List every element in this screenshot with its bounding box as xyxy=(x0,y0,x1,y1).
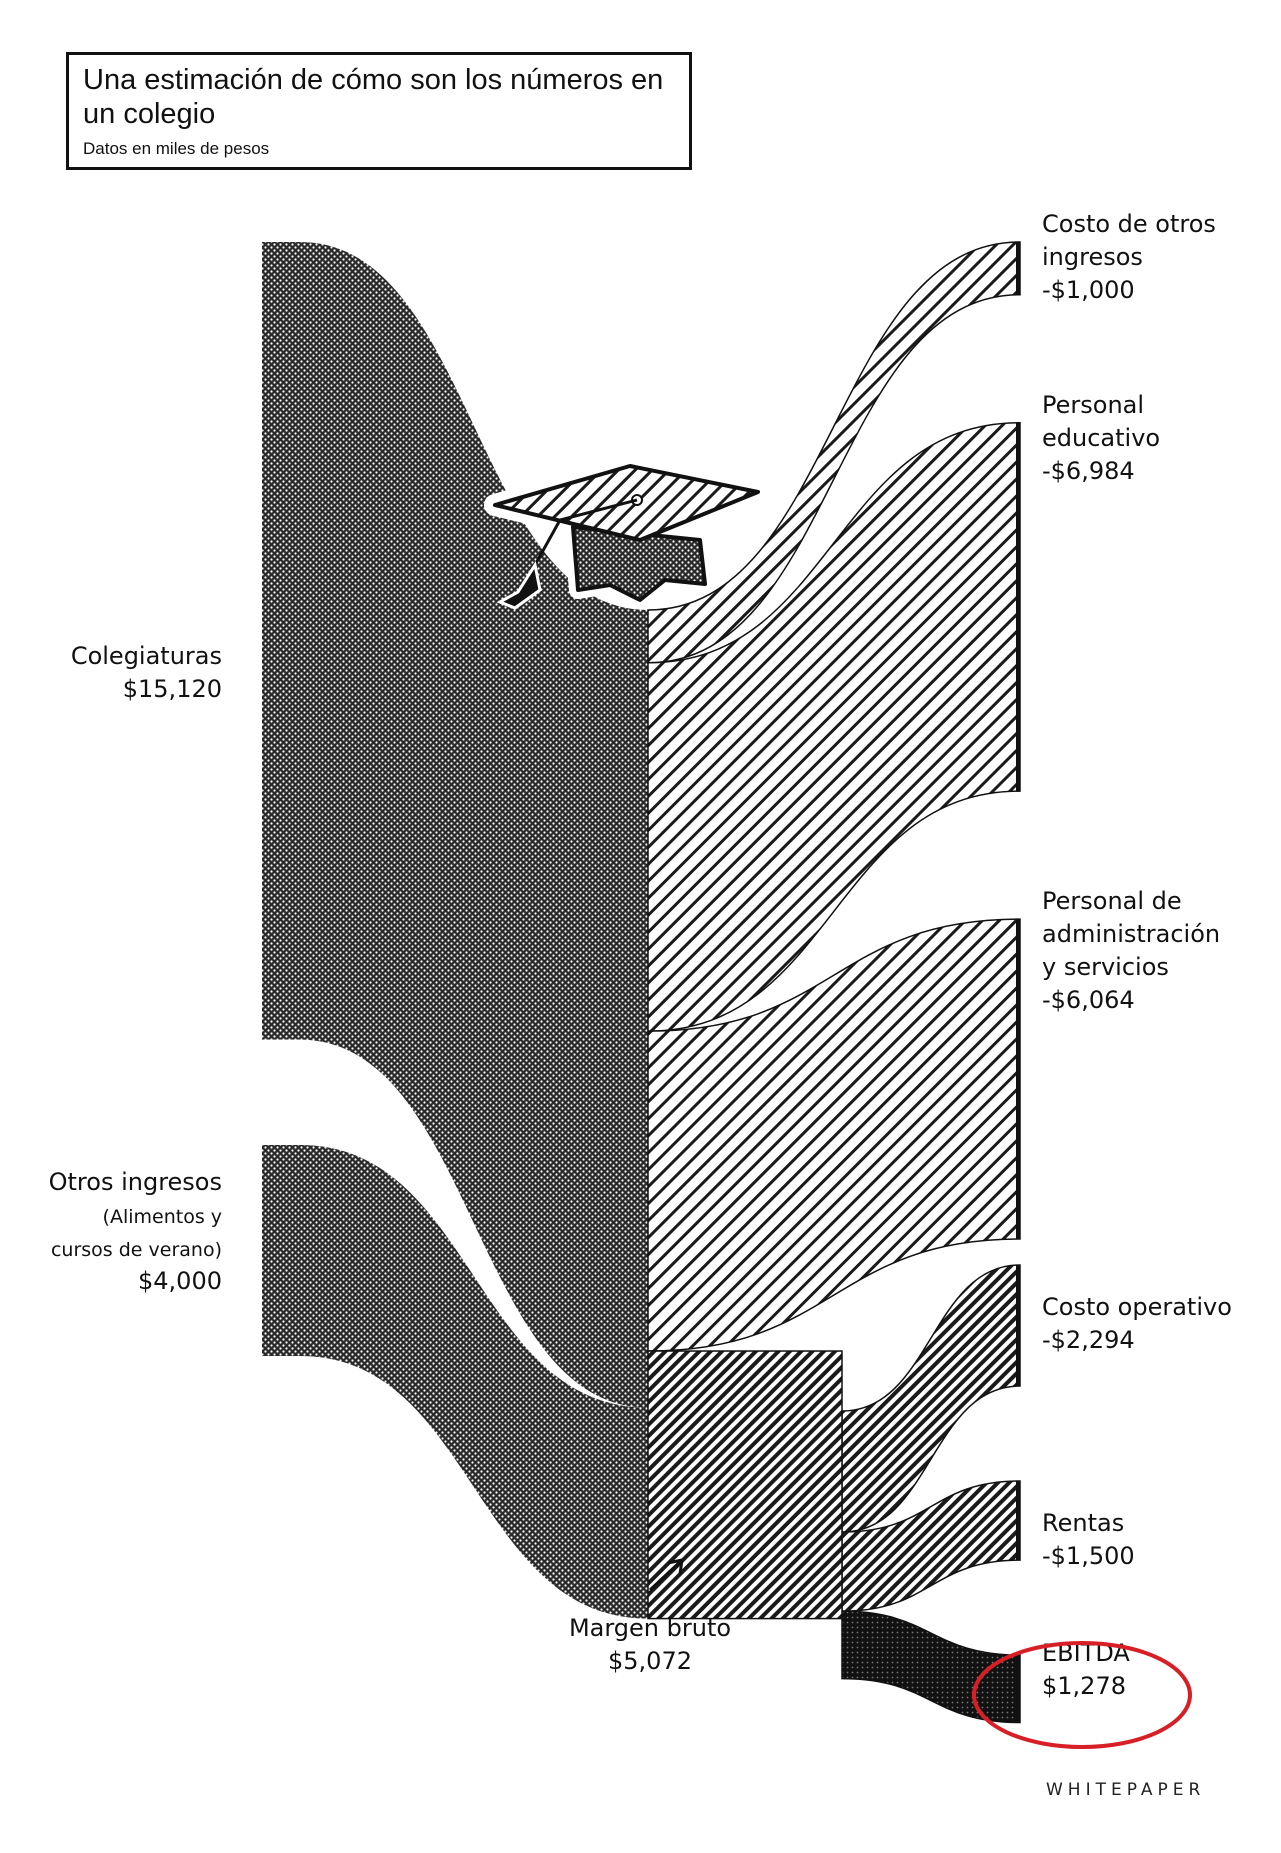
node-personal-educativo xyxy=(1016,422,1020,792)
label-ebitda-line: $1,278 xyxy=(1042,1672,1126,1700)
label-margen-bruto: Margen bruto $5,072 xyxy=(569,1614,731,1675)
node-colegiaturas xyxy=(262,242,300,1040)
arrow-icon xyxy=(648,1558,684,1592)
label-costo-operativo: Costo operativo -$2,294 xyxy=(1042,1293,1232,1354)
chart-title: Una estimación de cómo son los números e… xyxy=(83,64,664,130)
label-rentas: Rentas -$1,500 xyxy=(1042,1509,1135,1570)
node-personal-admin xyxy=(1016,919,1020,1240)
label-otros-ingresos-line: $4,000 xyxy=(138,1267,222,1295)
label-costo-otros: Costo de otros ingresos -$1,000 xyxy=(1042,210,1216,304)
label-rentas-line: -$1,500 xyxy=(1042,1542,1135,1570)
sankey-links xyxy=(300,241,1021,1724)
label-costo-operativo-line: Costo operativo xyxy=(1042,1293,1232,1321)
ebitda-highlight-circle xyxy=(972,1641,1192,1749)
label-ebitda: EBITDA$1,278 xyxy=(1042,1639,1130,1700)
label-personal-admin-line: -$6,064 xyxy=(1042,986,1135,1014)
brand-wordmark: WHITEPAPER xyxy=(1046,1780,1206,1800)
node-costo-otros xyxy=(1016,242,1020,295)
label-colegiaturas-line: $15,120 xyxy=(123,675,222,703)
node-margen-bruto xyxy=(647,1350,843,1620)
label-personal-educativo-line: Personal xyxy=(1042,391,1144,419)
label-personal-admin-line: y servicios xyxy=(1042,953,1169,981)
label-costo-operativo-line: -$2,294 xyxy=(1042,1326,1135,1354)
label-margen-bruto-line: $5,072 xyxy=(608,1647,692,1675)
chart-subtitle: Datos en miles de pesos xyxy=(83,139,270,158)
node-otros-ingresos xyxy=(262,1145,300,1356)
label-personal-admin: Personal de administración y servicios -$6,… xyxy=(1042,887,1220,1014)
node-costo-operativo xyxy=(1016,1265,1020,1387)
label-margen-bruto-line: Margen bruto xyxy=(569,1614,731,1642)
label-personal-educativo: Personal educativo -$6,984 xyxy=(1042,391,1160,485)
label-personal-educativo-line: educativo xyxy=(1042,424,1160,452)
label-colegiaturas: Colegiaturas $15,120 xyxy=(71,642,222,703)
link-otros-ingresos xyxy=(300,1145,648,1619)
link-costo-operativo xyxy=(841,1264,1021,1533)
label-personal-educativo-line: -$6,984 xyxy=(1042,457,1135,485)
graduation-cap-icon xyxy=(484,455,769,610)
label-costo-otros-line: Costo de otros xyxy=(1042,210,1216,238)
label-costo-otros-line: -$1,000 xyxy=(1042,276,1135,304)
label-otros-ingresos-line: Otros ingresos xyxy=(49,1168,222,1196)
label-otros-ingresos-line: cursos de verano) xyxy=(51,1239,222,1261)
link-colegiaturas xyxy=(300,242,648,1408)
sankey-nodes xyxy=(262,242,1020,1723)
node-ebitda xyxy=(1016,1655,1020,1723)
node-rentas xyxy=(1016,1481,1020,1561)
title-box: Una estimación de cómo son los números e… xyxy=(66,52,692,170)
label-costo-otros-line: ingresos xyxy=(1042,243,1143,271)
label-colegiaturas-line: Colegiaturas xyxy=(71,642,222,670)
label-rentas-line: Rentas xyxy=(1042,1509,1124,1537)
label-personal-admin-line: Personal de xyxy=(1042,887,1182,915)
label-personal-admin-line: administración xyxy=(1042,920,1220,948)
label-otros-ingresos-line: (Alimentos y xyxy=(103,1206,222,1228)
label-otros-ingresos: Otros ingresos (Alimentos y cursos de vera… xyxy=(49,1168,222,1295)
